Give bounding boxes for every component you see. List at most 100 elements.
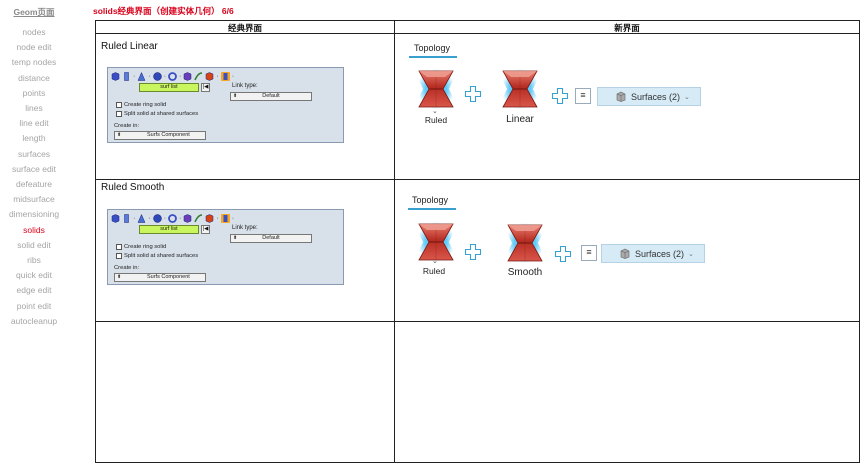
nav-item-length[interactable]: length bbox=[22, 133, 46, 144]
nav-item-edge-edit[interactable]: edge edit bbox=[16, 285, 52, 296]
ruled-icon[interactable] bbox=[220, 72, 230, 81]
stepper-icon: ⬍ bbox=[233, 93, 238, 99]
row-title: Ruled Smooth bbox=[101, 182, 165, 193]
nav-item-points[interactable]: points bbox=[22, 87, 46, 98]
create-in-label: Create in: bbox=[114, 123, 140, 129]
nav-item-dimensioning[interactable]: dimensioning bbox=[8, 209, 60, 220]
create-ring-solid-checkbox[interactable]: Create ring solid bbox=[116, 244, 166, 250]
toolbar-separator: · bbox=[148, 215, 151, 222]
column-header-new: 新界面 bbox=[614, 23, 640, 33]
toolbar-separator: · bbox=[231, 73, 235, 80]
spin-icon[interactable] bbox=[194, 214, 203, 223]
column-header-classic: 经典界面 bbox=[227, 23, 262, 33]
toolbar-separator: · bbox=[133, 215, 136, 222]
nav-item-point-edit[interactable]: point edit bbox=[16, 300, 52, 311]
nav-item-line-edit[interactable]: line edit bbox=[19, 118, 49, 129]
surfaces-selector[interactable]: Surfaces (2) ⌄ bbox=[597, 87, 701, 106]
stepper-icon: ⬍ bbox=[117, 274, 122, 280]
surf-list-selector[interactable]: surf list bbox=[139, 83, 199, 92]
nav-item-surface-edit[interactable]: surface edit bbox=[12, 163, 56, 174]
nav-item-ribs[interactable]: ribs bbox=[27, 255, 41, 266]
ruled-icon[interactable] bbox=[220, 214, 230, 223]
stepper-icon: ⬍ bbox=[233, 235, 238, 241]
split-solid-checkbox[interactable]: Split solid at shared surfaces bbox=[116, 253, 198, 259]
nav-item-midsurface[interactable]: midsurface bbox=[13, 194, 55, 205]
comparison-table: 经典界面 新界面 Ruled Linear · · · · · · surf l… bbox=[95, 20, 860, 463]
link-type-dropdown[interactable]: ⬍ Default bbox=[230, 92, 312, 101]
split-solid-checkbox[interactable]: Split solid at shared surfaces bbox=[116, 111, 198, 117]
nav-item-autocleanup[interactable]: autocleanup bbox=[10, 315, 58, 326]
menu-icon[interactable]: ≡ bbox=[581, 245, 597, 261]
shape-label-ruled: Ruled bbox=[422, 266, 446, 276]
plus-icon bbox=[554, 245, 572, 263]
solid-map-icon[interactable] bbox=[111, 214, 120, 223]
plus-icon bbox=[464, 85, 482, 103]
link-type-label: Link type: bbox=[232, 83, 258, 89]
checkbox-box[interactable] bbox=[116, 244, 122, 250]
create-ring-solid-checkbox[interactable]: Create ring solid bbox=[116, 102, 166, 108]
surfaces-label: Surfaces (2) bbox=[631, 91, 681, 102]
create-in-dropdown[interactable]: ⬍ Surfs Component bbox=[114, 131, 206, 140]
toolbar-separator: · bbox=[163, 73, 167, 80]
extrude-icon[interactable] bbox=[122, 214, 131, 223]
nav-item-quick-edit[interactable]: quick edit bbox=[16, 270, 52, 281]
header-divider bbox=[96, 33, 859, 34]
cone-icon[interactable] bbox=[137, 214, 146, 223]
toolbar-separator: · bbox=[216, 215, 219, 222]
sphere-icon[interactable] bbox=[152, 72, 162, 81]
nav-item-node-edit[interactable]: node edit bbox=[16, 42, 52, 53]
chevron-down-icon: ⌄ bbox=[688, 250, 694, 258]
menu-icon[interactable]: ≡ bbox=[575, 88, 591, 104]
checkbox-box[interactable] bbox=[116, 253, 122, 259]
checkbox-box[interactable] bbox=[116, 102, 122, 108]
row-title: Ruled Linear bbox=[101, 41, 158, 52]
cube-icon bbox=[620, 248, 630, 259]
link-type-dropdown[interactable]: ⬍ Default bbox=[230, 234, 312, 243]
cone-icon[interactable] bbox=[137, 72, 146, 81]
drag-icon[interactable] bbox=[183, 72, 192, 81]
nav-item-nodes[interactable]: nodes bbox=[22, 27, 46, 37]
toolbar-separator: · bbox=[216, 73, 219, 80]
surf-list-reset-button[interactable]: |◀ bbox=[201, 83, 210, 92]
surf-list-reset-button[interactable]: |◀ bbox=[201, 225, 210, 234]
create-in-dropdown[interactable]: ⬍ Surfs Component bbox=[114, 273, 206, 282]
tab-topology[interactable]: Topology bbox=[412, 195, 449, 205]
plus-icon bbox=[551, 87, 569, 105]
drag-icon[interactable] bbox=[183, 214, 192, 223]
nav-item-defeature[interactable]: defeature bbox=[16, 179, 52, 190]
checkbox-box[interactable] bbox=[116, 111, 122, 117]
linear-solid-icon[interactable] bbox=[495, 65, 545, 113]
shape-label-smooth: Smooth bbox=[507, 267, 543, 278]
nav-item-surfaces[interactable]: surfaces bbox=[17, 148, 51, 159]
smooth-solid-icon[interactable] bbox=[500, 219, 550, 267]
link-type-value: Default bbox=[262, 235, 280, 241]
ruled-dropdown-icon[interactable]: ⌄ bbox=[432, 108, 438, 115]
checkbox-label: Split solid at shared surfaces bbox=[124, 111, 199, 117]
nav-header-link[interactable]: Geom页面 bbox=[13, 7, 55, 17]
spin-icon[interactable] bbox=[194, 72, 203, 81]
nav-item-temp-nodes[interactable]: temp nodes bbox=[11, 57, 57, 68]
left-nav: Geom页面 nodes node edit temp nodes distance p… bbox=[0, 6, 68, 329]
toolbar-separator: · bbox=[231, 215, 235, 222]
sweep-icon[interactable] bbox=[205, 72, 214, 81]
nav-item-distance[interactable]: distance bbox=[18, 72, 50, 83]
nav-item-solid-edit[interactable]: solid edit bbox=[17, 239, 51, 250]
toolbar-separator: · bbox=[148, 73, 151, 80]
ruled-dropdown-icon[interactable]: ⌄ bbox=[432, 258, 438, 265]
sweep-icon[interactable] bbox=[205, 214, 214, 223]
ruled-solid-icon[interactable] bbox=[411, 65, 461, 113]
link-type-value: Default bbox=[262, 93, 280, 99]
torus-icon[interactable] bbox=[168, 214, 177, 223]
solid-map-icon[interactable] bbox=[111, 72, 120, 81]
nav-item-solids[interactable]: solids bbox=[23, 224, 45, 235]
torus-icon[interactable] bbox=[168, 72, 177, 81]
column-divider bbox=[394, 21, 395, 462]
surfaces-selector[interactable]: Surfaces (2) ⌄ bbox=[601, 244, 705, 263]
sphere-icon[interactable] bbox=[152, 214, 162, 223]
nav-item-lines[interactable]: lines bbox=[25, 103, 43, 114]
tab-topology[interactable]: Topology bbox=[414, 43, 451, 53]
surf-list-selector[interactable]: surf list bbox=[139, 225, 199, 234]
tab-underline bbox=[408, 208, 456, 210]
create-in-value: Surfs Component bbox=[147, 132, 190, 138]
extrude-icon[interactable] bbox=[122, 72, 131, 81]
